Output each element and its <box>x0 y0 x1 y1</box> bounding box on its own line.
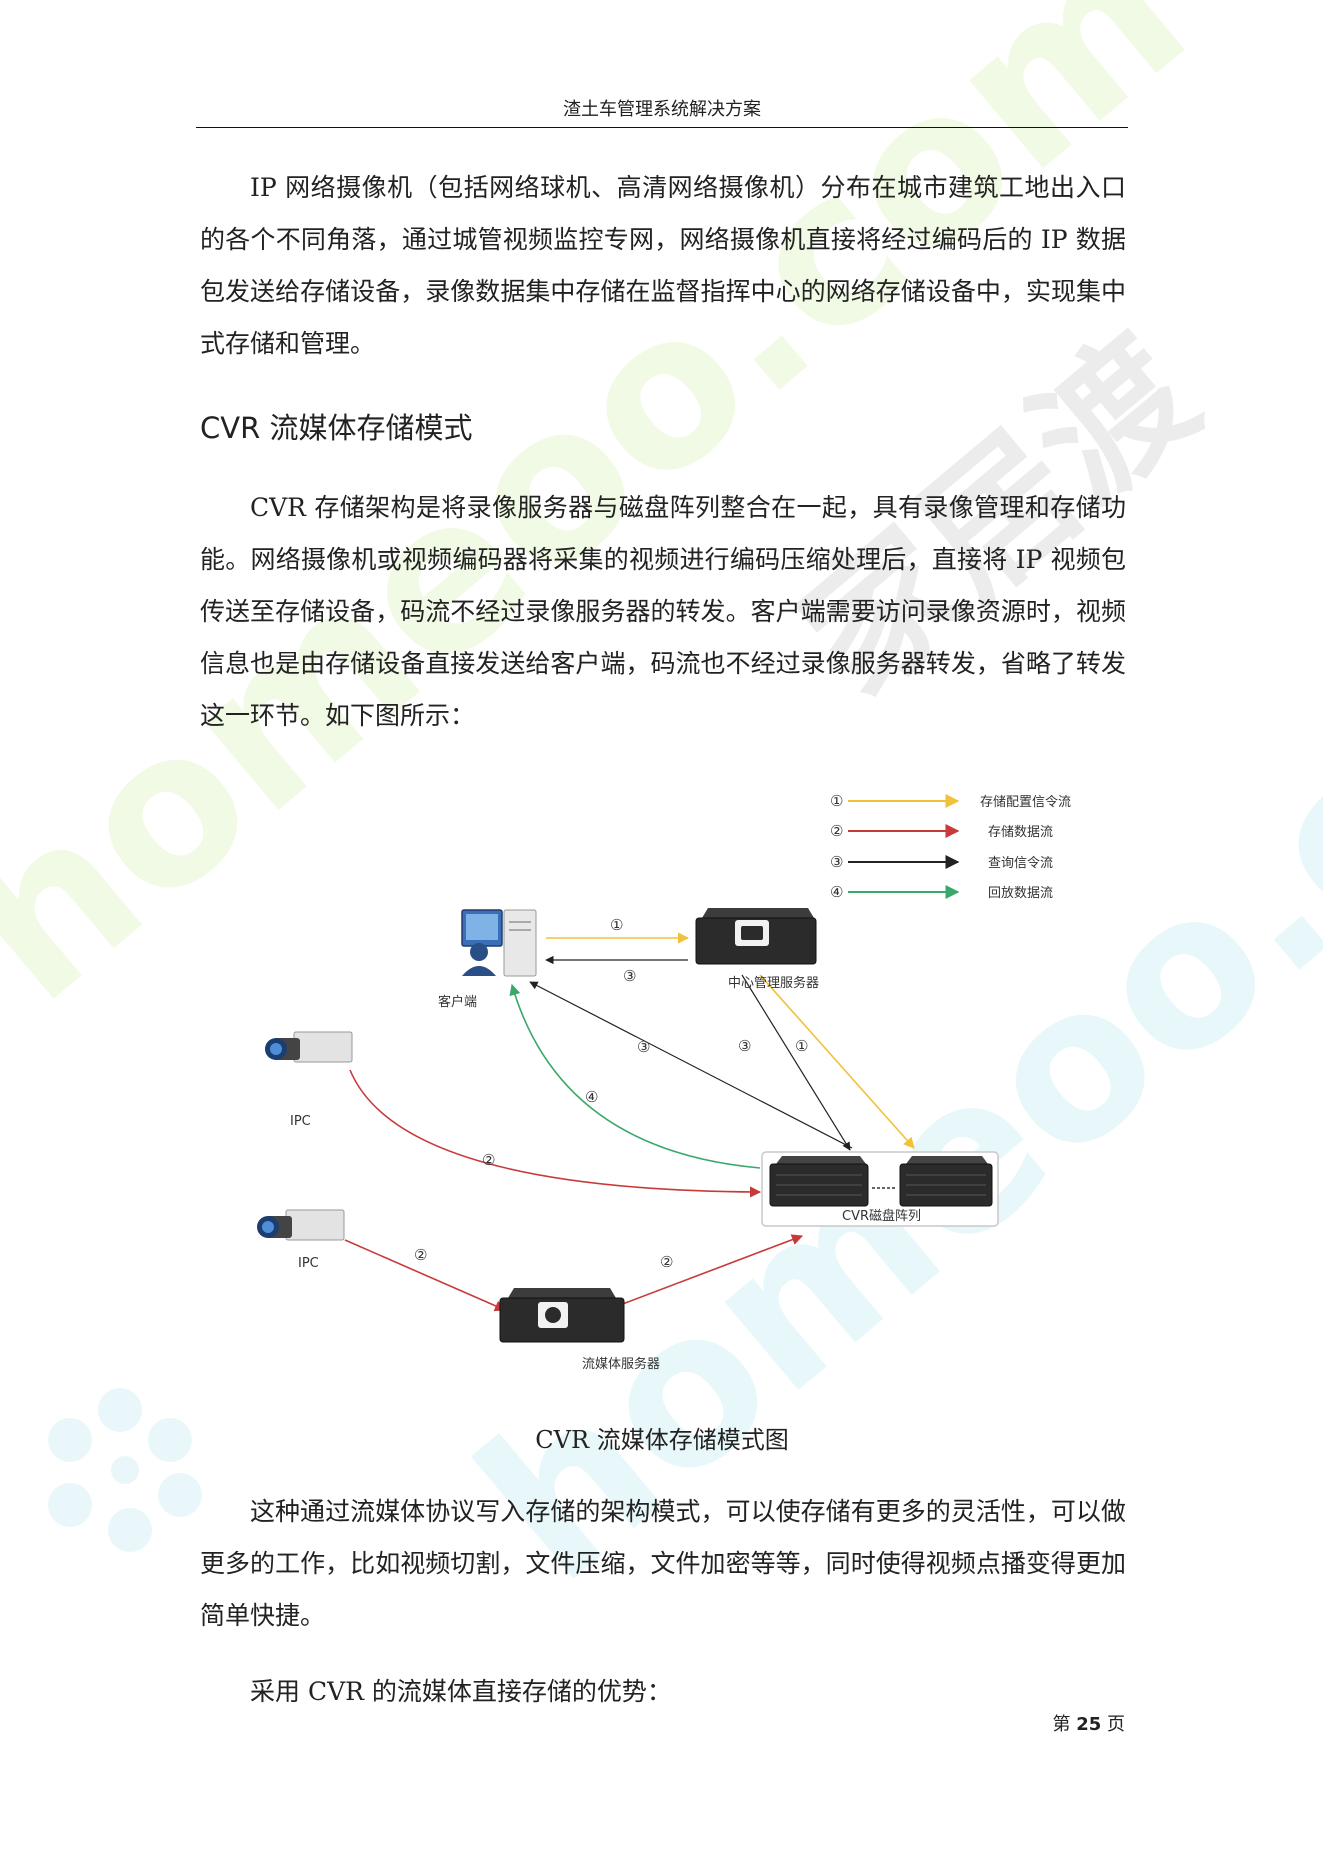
client-node: 客户端 <box>438 909 537 1010</box>
legend-item-config-signal: ① 存储配置信令流 <box>830 792 1071 810</box>
paragraph-3: 这种通过流媒体协议写入存储的架构模式，可以使存储有更多的灵活性，可以做更多的工作… <box>200 1497 1126 1630</box>
server-icon <box>695 908 817 965</box>
edge-label: ① <box>610 916 623 934</box>
paragraph-1: IP 网络摄像机（包括网络球机、高清网络摄像机）分布在城市建筑工地出入口的各个不… <box>200 173 1126 358</box>
legend-label: 存储配置信令流 <box>980 795 1071 810</box>
cvr-array-node: CVR磁盘阵列 <box>761 1151 999 1227</box>
header-title: 渣土车管理系统解决方案 <box>563 99 761 120</box>
edge-center-to-array-query <box>741 974 851 1151</box>
legend-marker: ① <box>830 792 843 810</box>
edge-array-to-client-query <box>529 981 853 1149</box>
edge-ipc1-to-array-data <box>349 1069 762 1198</box>
figure-caption: CVR 流媒体存储模式图 <box>535 1426 789 1454</box>
edge-ipc2-to-stream-data <box>344 1239 507 1312</box>
stream-server-label: 流媒体服务器 <box>582 1356 660 1372</box>
edge-label: ② <box>414 1246 427 1264</box>
legend-label: 回放数据流 <box>988 886 1053 901</box>
disk-array-icon <box>899 1156 993 1207</box>
ip-camera-icon <box>265 1031 353 1063</box>
ipc-2-node: IPC <box>257 1209 345 1271</box>
edge-label: ② <box>660 1253 673 1271</box>
legend-label: 存储数据流 <box>988 825 1053 840</box>
client-label: 客户端 <box>438 994 477 1010</box>
edge-label: ③ <box>738 1037 751 1055</box>
legend-marker: ③ <box>830 853 843 871</box>
header-rule <box>196 127 1128 128</box>
edge-stream-to-array-data <box>619 1234 804 1306</box>
ipc-1-label: IPC <box>290 1114 311 1129</box>
diagram-edges <box>344 932 915 1312</box>
page-number-suffix: 页 <box>1107 1714 1125 1735</box>
ip-camera-icon <box>257 1209 345 1241</box>
edge-label: ④ <box>585 1088 598 1106</box>
paragraph-4: 采用 CVR 的流媒体直接存储的优势： <box>250 1677 672 1706</box>
legend-item-storage-data: ② 存储数据流 <box>830 822 1053 840</box>
edge-array-to-client-playback <box>509 983 761 1169</box>
computer-icon <box>461 909 537 977</box>
page-number-prefix: 第 <box>1052 1714 1071 1735</box>
page-number-value: 25 <box>1076 1714 1102 1735</box>
edge-label: ② <box>482 1151 495 1169</box>
stream-server-node: 流媒体服务器 <box>499 1288 660 1372</box>
edge-label: ③ <box>623 967 636 985</box>
diagram-legend: ① 存储配置信令流 ② 存储数据流 ③ 查询信令流 ④ 回放数据流 <box>830 792 1071 901</box>
edge-label: ① <box>795 1037 808 1055</box>
legend-marker: ④ <box>830 883 843 901</box>
legend-marker: ② <box>830 822 843 840</box>
legend-label: 查询信令流 <box>988 856 1053 871</box>
cvr-diagram: ① 存储配置信令流 ② 存储数据流 ③ 查询信令流 ④ 回放数据流 <box>257 792 1071 1372</box>
edge-label: ③ <box>637 1038 650 1056</box>
server-icon <box>499 1288 625 1343</box>
legend-item-playback-data: ④ 回放数据流 <box>830 883 1053 901</box>
cvr-array-label: CVR磁盘阵列 <box>842 1208 921 1224</box>
ipc-1-node: IPC <box>265 1031 353 1129</box>
edge-center-to-array-signal <box>759 974 915 1149</box>
user-icon <box>462 943 496 976</box>
diagram-edge-labels: ① ③ ③ ③ ① ④ ② ② ② <box>414 916 808 1271</box>
legend-item-query-signal: ③ 查询信令流 <box>830 853 1053 871</box>
section-heading: CVR 流媒体存储模式 <box>200 411 473 445</box>
paragraph-2: CVR 存储架构是将录像服务器与磁盘阵列整合在一起，具有录像管理和存储功能。网络… <box>200 493 1126 730</box>
center-server-node: 中心管理服务器 <box>695 908 819 991</box>
center-server-label: 中心管理服务器 <box>728 975 819 991</box>
watermark-flower-icon <box>48 1388 202 1552</box>
disk-array-icon <box>769 1156 869 1207</box>
page-number: 第 25 页 <box>1052 1710 1125 1736</box>
ipc-2-label: IPC <box>298 1256 319 1271</box>
